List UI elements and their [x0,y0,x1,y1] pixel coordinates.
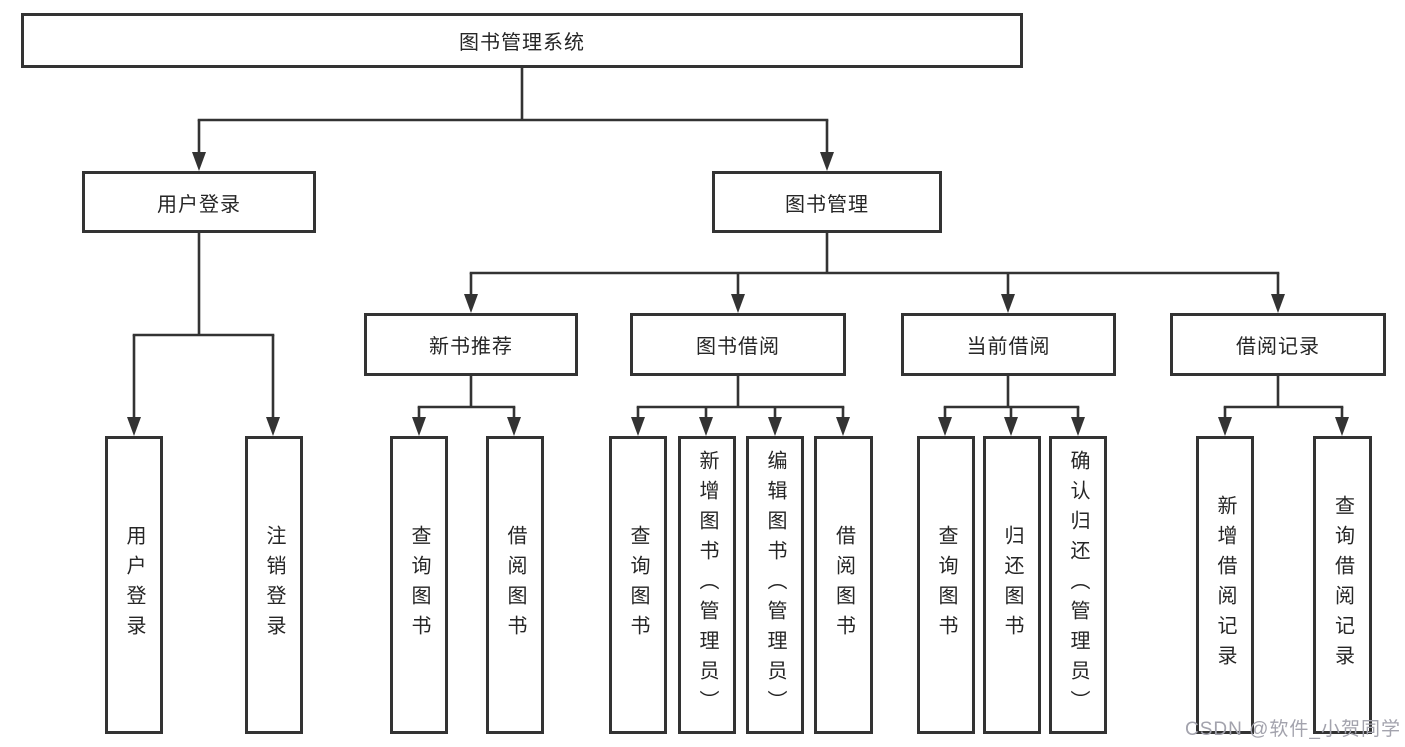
leaf-label: 确认归还（管理员） [1067,450,1089,720]
node-label: 用户登录 [157,193,241,216]
arrowhead-icon [1001,294,1015,313]
node-label: 图书借阅 [696,336,780,358]
connector-book-mgmt-to-level3 [464,233,1285,313]
connector-book-borrow-to-leaves [631,376,850,436]
arrowhead-icon [731,294,745,313]
leaf-query-borrow-record: 查询借阅记录 [1313,436,1372,734]
node-label: 借阅记录 [1236,336,1320,358]
leaf-label: 借阅图书 [832,525,855,645]
leaf-label: 注销登录 [263,525,285,645]
node-library-management-system: 图书管理系统 [21,13,1023,68]
leaf-label: 查询图书 [935,525,957,645]
leaf-add-books-admin: 新增图书（管理员） [678,436,736,734]
arrowhead-icon [631,417,645,436]
arrowhead-icon [507,417,521,436]
leaf-add-borrow-record: 新增借阅记录 [1196,436,1254,734]
arrowhead-icon [1271,294,1285,313]
arrowhead-icon [412,417,426,436]
connector-current-borrow-to-leaves [938,376,1085,436]
connector-root-to-branches [192,68,834,171]
node-new-book-recommend: 新书推荐 [364,313,578,376]
leaf-logout: 注销登录 [245,436,303,734]
node-user-login: 用户登录 [82,171,316,233]
leaf-borrow-books-2: 借阅图书 [814,436,873,734]
arrowhead-icon [127,417,141,436]
connector-borrow-record-to-leaves [1218,376,1349,436]
arrowhead-icon [1004,417,1018,436]
node-book-borrow: 图书借阅 [630,313,846,376]
arrowhead-icon [464,294,478,313]
arrowhead-icon [820,152,834,171]
leaf-label: 新增借阅记录 [1214,495,1236,675]
leaf-label: 借阅图书 [504,525,526,645]
node-current-borrow: 当前借阅 [901,313,1116,376]
node-label: 新书推荐 [429,336,513,358]
node-book-management: 图书管理 [712,171,942,233]
node-label: 图书管理 [785,193,869,216]
leaf-query-books-2: 查询图书 [609,436,667,734]
node-label: 当前借阅 [966,336,1051,358]
leaf-user-login: 用户登录 [105,436,163,734]
leaf-borrow-books-1: 借阅图书 [486,436,544,734]
arrowhead-icon [938,417,952,436]
arrowhead-icon [192,152,206,171]
leaf-label: 查询图书 [408,525,430,645]
leaf-label: 用户登录 [123,525,145,645]
leaf-query-books-1: 查询图书 [390,436,448,734]
leaf-label: 查询借阅记录 [1331,495,1354,675]
leaf-label: 编辑图书（管理员） [764,450,786,720]
arrowhead-icon [768,417,782,436]
arrowhead-icon [699,417,713,436]
leaf-query-books-3: 查询图书 [917,436,975,734]
leaf-return-books: 归还图书 [983,436,1041,734]
leaf-label: 归还图书 [1001,525,1023,645]
node-label: 图书管理系统 [459,32,585,54]
connector-new-book-to-leaves [412,376,521,436]
arrowhead-icon [266,417,280,436]
arrowhead-icon [1335,417,1349,436]
arrowhead-icon [1071,417,1085,436]
leaf-label: 查询图书 [627,525,649,645]
connector-user-login-to-leaves [127,233,280,436]
arrowhead-icon [836,417,850,436]
leaf-confirm-return-admin: 确认归还（管理员） [1049,436,1107,734]
leaf-edit-books-admin: 编辑图书（管理员） [746,436,804,734]
node-borrow-record: 借阅记录 [1170,313,1386,376]
csdn-watermark: CSDN @软件_小贺同学 [1185,719,1401,740]
arrowhead-icon [1218,417,1232,436]
leaf-label: 新增图书（管理员） [696,450,718,720]
